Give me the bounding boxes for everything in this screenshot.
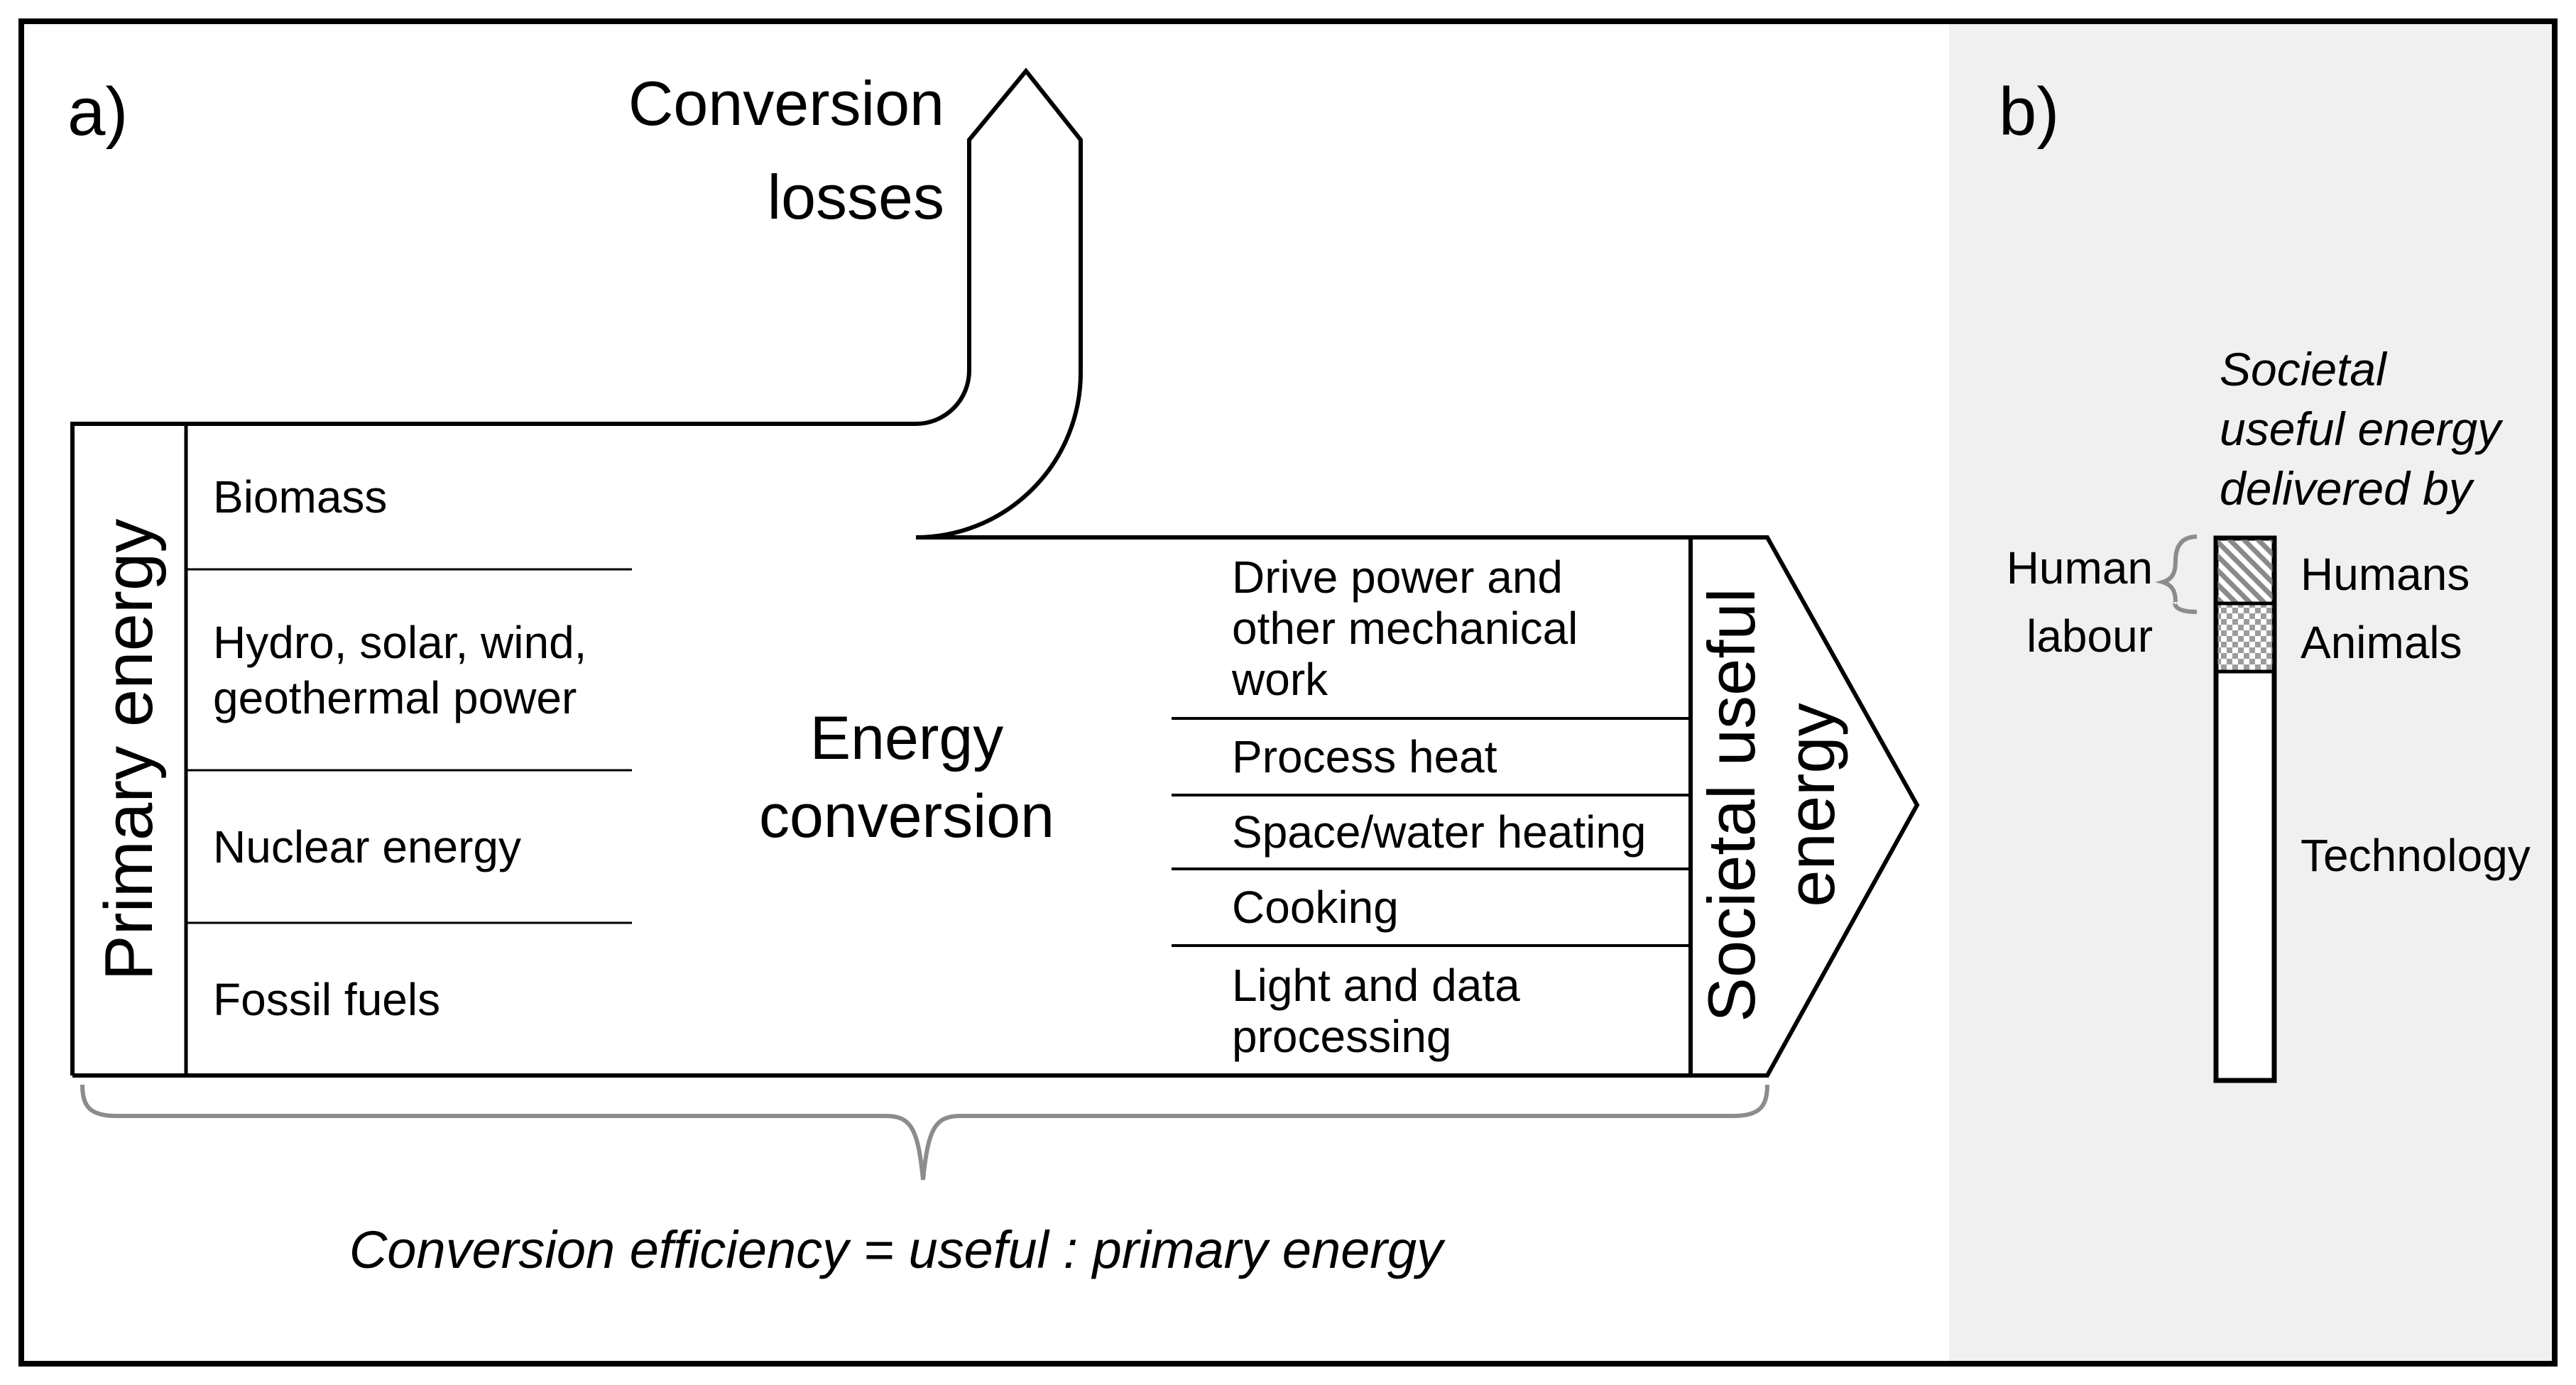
societal-useful-energy-line2: energy [1774, 703, 1848, 907]
panel-b-title-line1: Societal [2220, 343, 2386, 395]
conversion-losses-line2: losses [767, 162, 944, 232]
primary-source-biomass: Biomass [213, 471, 388, 522]
flow-outline [70, 67, 1691, 1078]
useful-category-space-water-heating: Space/water heating [1232, 806, 1647, 858]
primary-source-nuclear: Nuclear energy [213, 821, 521, 872]
primary-source-fossil: Fossil fuels [213, 973, 441, 1025]
human-labour-brace [2155, 535, 2198, 614]
useful-category-drive-power: Drive power and other mechanical work [1232, 551, 1578, 705]
bar-segment-humans [2214, 536, 2276, 606]
conversion-losses-line1: Conversion [628, 68, 944, 138]
societal-useful-energy-line1: Societal useful [1694, 588, 1769, 1022]
bar-label-humans: Humans [2301, 549, 2470, 600]
primary-energy-axis-label: Primary energy [91, 518, 167, 981]
efficiency-brace [80, 1084, 1769, 1181]
societal-energy-arrow [1688, 535, 1920, 1078]
energy-conversion-line2: conversion [759, 782, 1054, 850]
panel-b-title-line2: useful energy [2220, 403, 2501, 455]
primary-source-renewables: Hydro, solar, wind, geothermal power [213, 616, 587, 723]
bar-label-animals: Animals [2301, 617, 2462, 668]
useful-row-dividers [1172, 717, 1691, 947]
useful-category-process-heat: Process heat [1232, 731, 1497, 782]
human-labour-line1: Human [2006, 542, 2153, 593]
primary-row-dividers [186, 568, 632, 924]
useful-category-light-data: Light and data processing [1232, 959, 1520, 1062]
energy-conversion-label: Energy conversion [658, 699, 1155, 855]
societal-useful-energy-label: Societal useful energy [1692, 527, 1851, 1083]
panel-a-letter: a) [67, 74, 129, 150]
conversion-losses-label: Conversion losses [447, 57, 944, 244]
panel-b-title-line3: delivered by [2220, 462, 2472, 515]
useful-category-cooking: Cooking [1232, 882, 1399, 933]
panel-b-letter: b) [1999, 74, 2060, 150]
panel-b-title: Societal useful energy delivered by [2220, 339, 2560, 518]
conversion-efficiency-formula: Conversion efficiency = useful : primary… [349, 1220, 1443, 1279]
human-labour-label: Human labour [1874, 534, 2153, 670]
bar-label-technology: Technology [2301, 830, 2531, 881]
outer-frame [18, 18, 2558, 1367]
bar-segment-animals [2214, 601, 2276, 674]
energy-conversion-line1: Energy [809, 704, 1004, 772]
human-labour-line2: labour [2026, 611, 2153, 662]
